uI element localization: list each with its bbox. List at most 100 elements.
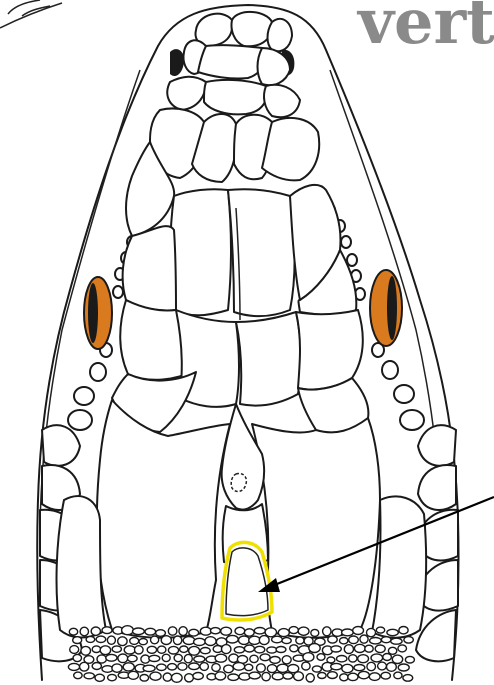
right-eye-pupil: [387, 276, 397, 340]
granule-scale: [289, 627, 298, 634]
granule-scale: [194, 656, 205, 662]
granule-scale: [272, 673, 283, 680]
granule-scale: [194, 638, 206, 645]
granule-scale: [178, 663, 187, 670]
granular-neck-scales: [68, 626, 414, 683]
granule-scale: [174, 654, 182, 661]
granule-scale: [156, 630, 166, 637]
prefrontal-scales: [150, 109, 319, 183]
granule-scale: [340, 674, 348, 681]
granule-scale: [337, 656, 347, 662]
granule-scale: [370, 638, 382, 644]
granule-scale: [150, 672, 161, 680]
granule-scale: [91, 627, 100, 635]
granule-scale: [405, 656, 414, 663]
granule-scale: [69, 628, 77, 635]
granule-scale: [68, 663, 79, 670]
granule-scale: [184, 654, 192, 662]
granule-scale: [403, 675, 413, 682]
granule-scale: [354, 644, 365, 652]
granule-scale: [303, 653, 314, 662]
granule-scale: [107, 636, 115, 644]
granule-scale: [200, 648, 210, 654]
granule-scale: [185, 674, 194, 682]
granule-scale: [399, 627, 408, 634]
granule-scale: [145, 628, 156, 635]
granule-scale: [387, 663, 397, 672]
granule-scale: [211, 628, 221, 634]
granule-scale: [224, 665, 234, 673]
granule-scale: [133, 628, 145, 635]
granule-scale: [388, 647, 396, 654]
granule-scale: [118, 637, 127, 646]
granule-scale: [139, 639, 147, 645]
granule-scale: [81, 646, 91, 655]
granule-scale: [323, 627, 331, 636]
left-eye-pupil: [88, 283, 98, 343]
granule-scale: [349, 636, 359, 644]
granule-scale: [260, 654, 270, 661]
granule-scale: [369, 673, 380, 681]
granule-scale: [294, 672, 304, 681]
page-title: vert: [356, 0, 494, 58]
granule-scale: [309, 644, 320, 653]
snout-scales: [167, 12, 300, 117]
granule-scale: [398, 645, 407, 652]
granule-scale: [92, 663, 101, 670]
granule-scale: [96, 636, 106, 642]
granule-scale: [73, 637, 82, 644]
granule-scale: [392, 655, 402, 663]
granule-scale: [312, 666, 321, 672]
granule-scale: [86, 636, 95, 642]
granule-scale: [215, 672, 226, 680]
granule-scale: [257, 664, 266, 672]
granule-scale: [128, 671, 138, 679]
granule-scale: [147, 646, 156, 653]
granule-scale: [249, 636, 261, 644]
granule-scale: [183, 637, 195, 645]
interparietal-scale: [222, 404, 264, 510]
granule-scale: [381, 672, 390, 679]
granule-scale: [172, 673, 183, 682]
granule-scale: [391, 638, 402, 644]
granule-scale: [179, 627, 187, 636]
granule-scale: [282, 638, 291, 644]
granule-scale: [122, 626, 134, 635]
granule-scale: [135, 646, 144, 654]
granule-scale: [189, 646, 200, 655]
granule-scale: [267, 665, 276, 673]
granule-scale: [342, 664, 353, 672]
granule-scale: [272, 636, 283, 643]
granule-scale: [173, 636, 181, 645]
granule-scale: [383, 654, 392, 661]
granule-scale: [112, 664, 122, 672]
granule-scale: [221, 627, 232, 635]
right-eye: [370, 270, 402, 346]
granule-scale: [259, 636, 269, 645]
granule-scale: [254, 628, 265, 634]
granule-scale: [353, 627, 364, 635]
granule-scale: [367, 662, 376, 670]
granule-scale: [215, 654, 227, 662]
granule-scale: [354, 665, 365, 671]
granule-scale: [306, 674, 314, 682]
granule-scale: [245, 664, 253, 670]
granule-scale: [349, 655, 357, 662]
granule-scale: [270, 657, 280, 664]
granule-scale: [296, 637, 304, 644]
granule-scale: [344, 645, 353, 654]
granule-scale: [404, 637, 413, 644]
left-nostril: [170, 49, 184, 76]
body-fragment: [0, 0, 62, 28]
granule-scale: [282, 656, 291, 664]
granule-scale: [70, 646, 79, 654]
granule-scale: [162, 654, 170, 661]
granule-scale: [348, 673, 358, 680]
granule-scale: [302, 662, 310, 670]
granule-scale: [375, 645, 385, 653]
granule-scale: [168, 646, 178, 654]
granule-scale: [255, 646, 265, 653]
granule-scale: [239, 636, 250, 644]
granule-scale: [235, 627, 245, 634]
